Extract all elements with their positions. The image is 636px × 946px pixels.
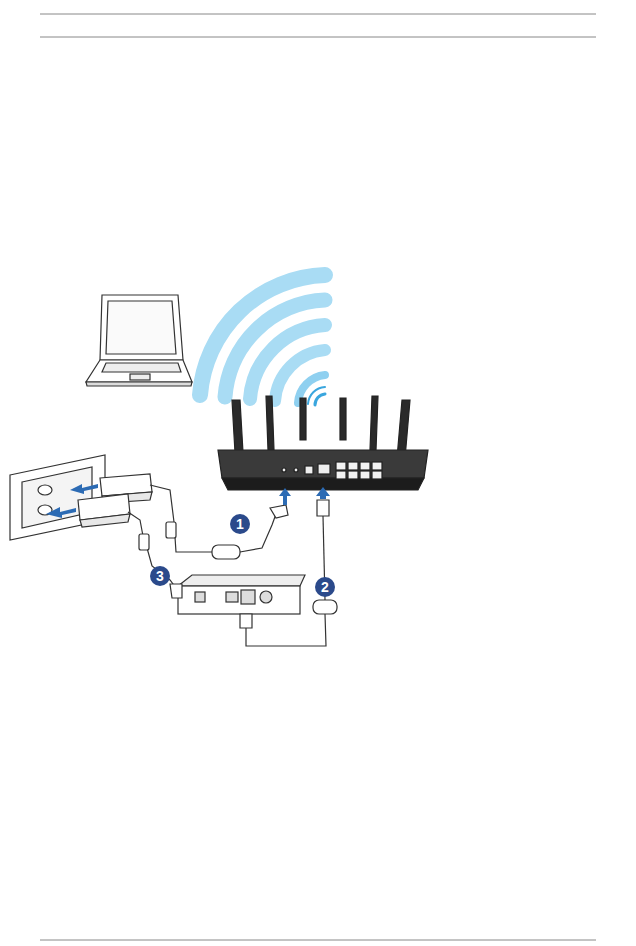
callout-number: 3	[150, 566, 170, 586]
header-rule	[40, 37, 596, 38]
callout-number: 1	[230, 514, 250, 534]
header-rule	[40, 14, 596, 15]
cables	[128, 485, 326, 646]
plug-arrow	[46, 484, 98, 518]
modem	[178, 575, 305, 614]
plug-arrow	[279, 487, 330, 505]
router	[218, 396, 428, 490]
laptop	[86, 295, 192, 386]
callout-number: 2	[315, 577, 335, 597]
wifi-waves	[200, 275, 325, 405]
footer-rule	[40, 940, 596, 941]
wall-outlet	[10, 455, 105, 540]
power-adapter	[78, 474, 152, 527]
ferrite-core	[139, 522, 337, 614]
plug	[170, 500, 329, 628]
callout-circle	[150, 514, 335, 597]
